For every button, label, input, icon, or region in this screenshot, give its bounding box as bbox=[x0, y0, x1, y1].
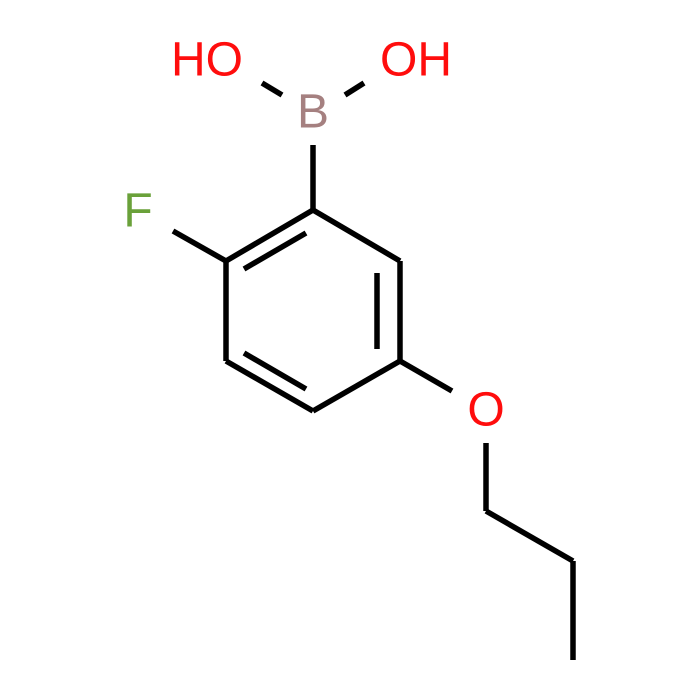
ring-double-bond-inner-c3-c4 bbox=[242, 350, 308, 392]
ring-bond-c3-c4 bbox=[224, 358, 315, 414]
bonds bbox=[171, 80, 576, 660]
ring-bond-c1-c2 bbox=[224, 207, 315, 264]
bond-ring-ether-oxygen bbox=[398, 358, 454, 394]
atom-label-oh-left: HO bbox=[171, 34, 243, 87]
atom-labels: HO OH B F O bbox=[123, 34, 504, 437]
ring-bond-c4-c5 bbox=[311, 358, 402, 414]
atom-label-ether-oxygen: O bbox=[467, 384, 504, 437]
atom-label-oh-right: OH bbox=[380, 34, 452, 87]
atom-label-boron: B bbox=[297, 86, 329, 139]
atom-label-fluorine: F bbox=[123, 185, 152, 238]
bond-ch2-ch2 bbox=[484, 508, 575, 564]
ring-double-bond-inner-c1-c2 bbox=[242, 230, 308, 272]
ring-bond-c6-c1 bbox=[311, 207, 402, 264]
bond-boron-oh-right bbox=[343, 80, 366, 98]
bond-fluorine-ring bbox=[171, 228, 228, 264]
bond-boron-oh-left bbox=[260, 80, 284, 98]
